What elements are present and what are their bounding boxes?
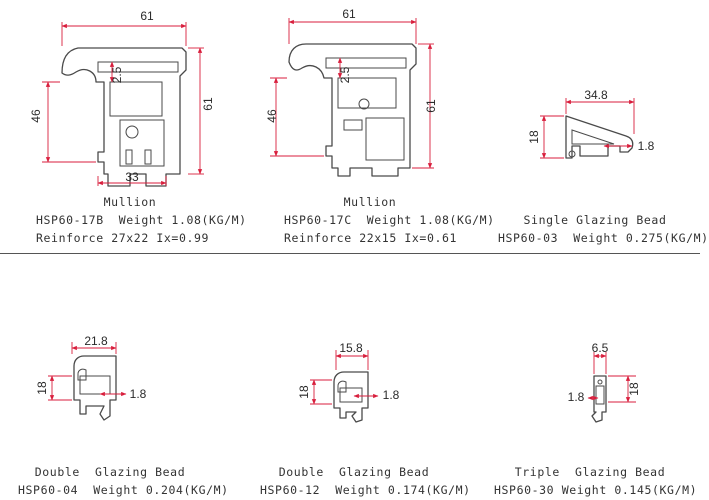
dim-lip: 1.8	[130, 387, 147, 401]
caption-name: Triple Glazing Bead	[514, 465, 666, 479]
mullion-17c-profile	[288, 43, 417, 177]
dim-width: 61	[140, 9, 154, 23]
dim-bottom: 33	[125, 170, 139, 184]
double-glazing-bead-04-dimensions: 21.8 18 1.8	[35, 334, 147, 401]
dim-height: 18	[297, 385, 311, 399]
caption-line1: HSP60-03 Weight 0.275(KG/M)	[498, 231, 709, 245]
dim-lip: 1.8	[638, 139, 655, 153]
caption-name: Mullion	[103, 195, 157, 209]
dim-height: 18	[35, 381, 49, 395]
dim-height: 18	[527, 130, 541, 144]
caption-line2: Reinforce 22x15 Ix=0.61	[284, 231, 458, 245]
caption-line1: HSP60-17B Weight 1.08(KG/M)	[36, 213, 247, 227]
caption-name: Mullion	[343, 195, 397, 209]
triple-glazing-bead-profile	[591, 375, 607, 423]
dim-width: 15.8	[339, 341, 363, 355]
single-glazing-bead-dimensions: 34.8 18 1.8	[527, 88, 655, 159]
double-glazing-bead-12-profile	[333, 371, 369, 423]
caption-line2: Reinforce 27x22 Ix=0.99	[36, 231, 210, 245]
mullion-17b-dimensions: 61 61 46 2.5 33	[29, 9, 215, 186]
dim-width: 61	[342, 7, 356, 21]
dim-inner: 2.5	[338, 66, 352, 83]
double-glazing-bead-12-dimensions: 15.8 18 1.8	[297, 341, 400, 405]
dim-lip: 1.8	[568, 390, 585, 404]
caption-name: Double Glazing Bead	[278, 465, 430, 479]
dim-inner: 2.5	[110, 66, 124, 83]
dim-width: 6.5	[592, 341, 609, 355]
section-divider	[0, 253, 700, 254]
single-glazing-bead-profile	[565, 115, 634, 159]
mullion-17b-profile	[61, 47, 187, 187]
caption-line1: HSP60-12 Weight 0.174(KG/M)	[260, 483, 471, 497]
double-glazing-bead-04-profile	[73, 355, 117, 421]
dim-height-right: 61	[424, 99, 438, 113]
triple-glazing-bead-dimensions: 6.5 18 1.8	[568, 341, 641, 404]
caption-line1: HSP60-17C Weight 1.08(KG/M)	[284, 213, 495, 227]
dim-width: 21.8	[84, 334, 108, 348]
dim-lip: 1.8	[383, 388, 400, 402]
caption-name: Single Glazing Bead	[523, 213, 667, 227]
dim-height-left: 46	[265, 109, 279, 123]
caption-name: Double Glazing Bead	[34, 465, 186, 479]
caption-line1: HSP60-04 Weight 0.204(KG/M)	[18, 483, 229, 497]
mullion-17c-dimensions: 61 61 46 2.5	[265, 7, 438, 169]
dim-width: 34.8	[584, 88, 608, 102]
dim-height-right: 61	[201, 97, 215, 111]
dim-height: 18	[627, 382, 641, 396]
caption-line1: HSP60-30 Weight 0.145(KG/M)	[494, 483, 698, 497]
dim-height-left: 46	[29, 109, 43, 123]
